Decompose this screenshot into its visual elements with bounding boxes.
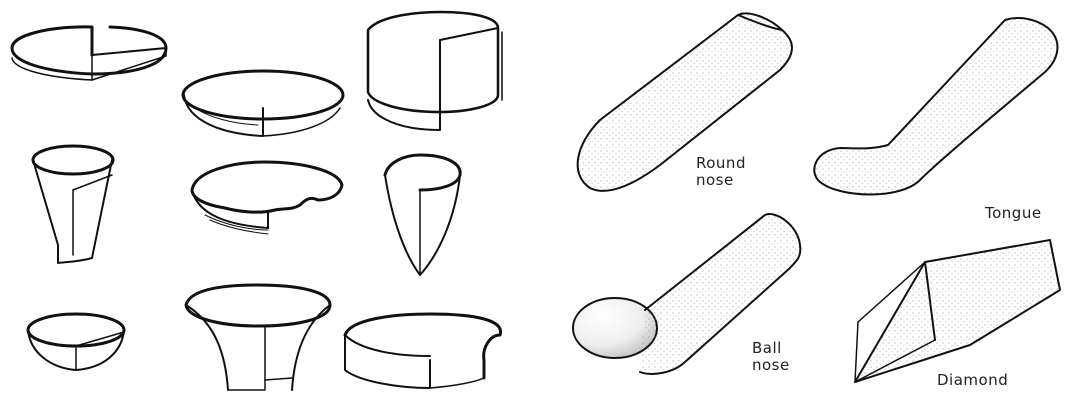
contoured-ring-shell [345, 314, 501, 388]
pointed-cone-shell [385, 155, 460, 275]
hemisphere-shell [28, 314, 124, 370]
ball-nose-label: Ball nose [752, 340, 790, 374]
truncated-cone-shell [33, 146, 113, 263]
stepped-dish-shell [192, 162, 342, 234]
tongue-label: Tongue [985, 205, 1042, 222]
flared-funnel-shell [186, 285, 330, 390]
tongue-tool [814, 18, 1057, 194]
flat-disk-shell [12, 27, 166, 80]
round-nose-tool [578, 13, 792, 190]
diamond-label: Diamond [937, 372, 1008, 389]
diamond-tool [855, 240, 1060, 382]
tall-cylinder-shell [368, 12, 502, 130]
shallow-dish-shell [183, 71, 343, 136]
round-nose-label: Round nose [696, 155, 746, 189]
